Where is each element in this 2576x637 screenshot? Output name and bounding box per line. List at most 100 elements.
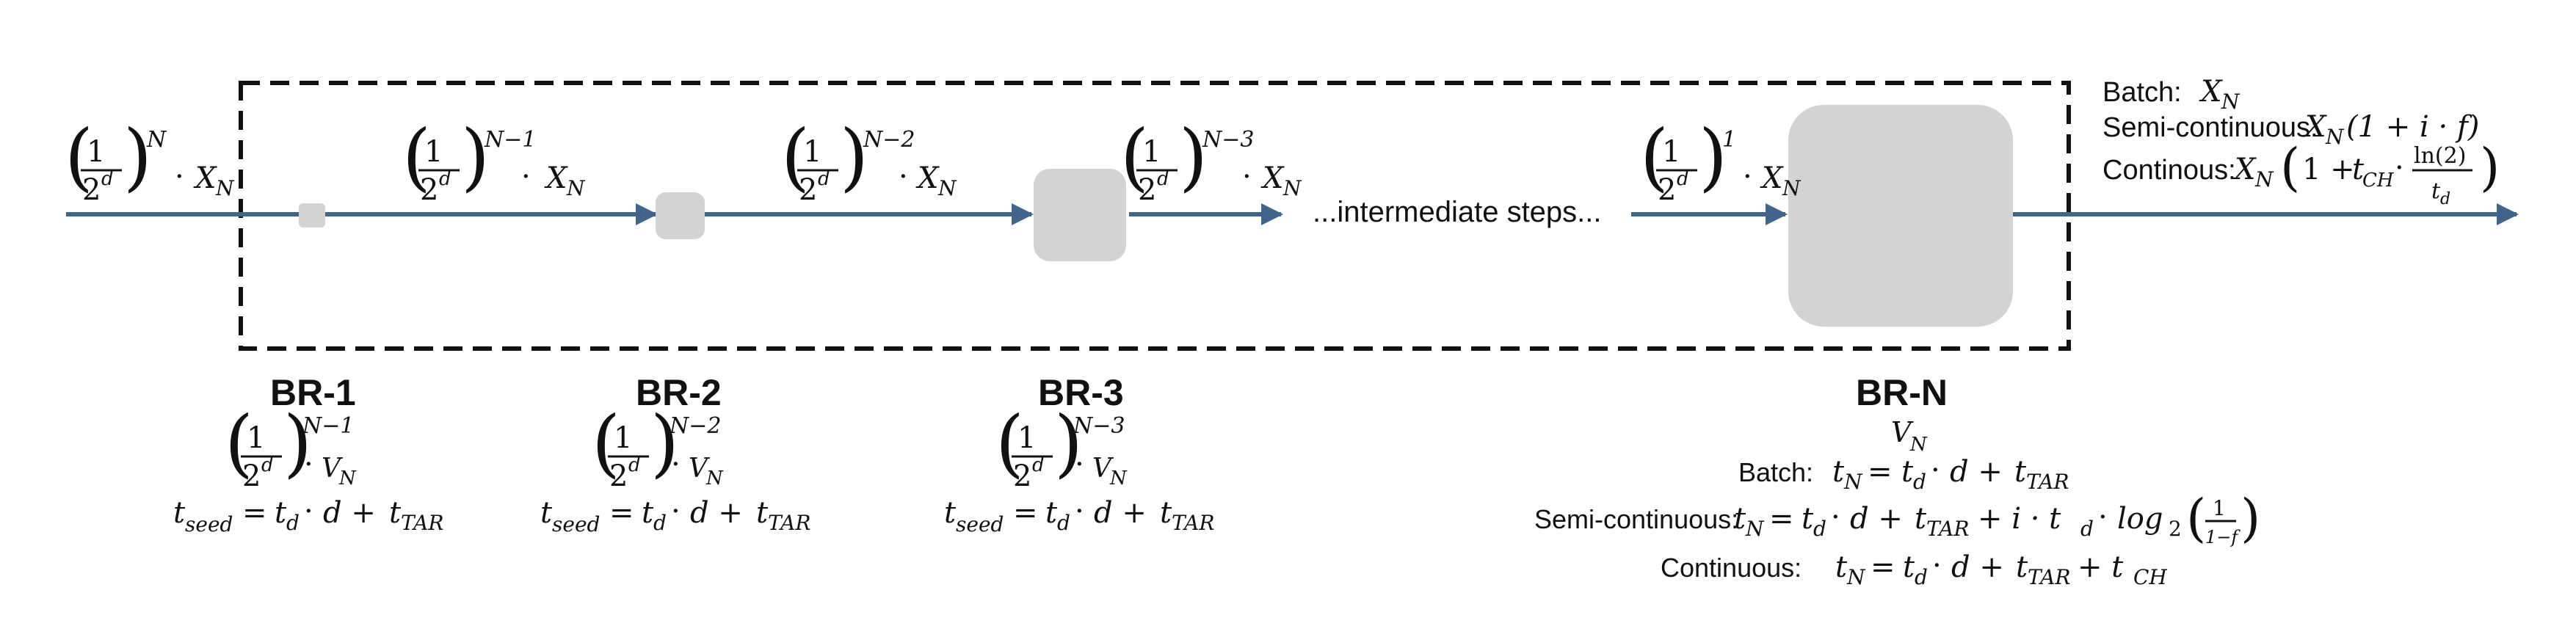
svg-text:ln(2): ln(2) [2414, 143, 2466, 169]
svg-text:(1 + i · f): (1 + i · f) [2346, 110, 2479, 144]
svg-text:·: · [175, 160, 184, 194]
svg-text:t: t [540, 496, 553, 530]
svg-text:log: log [2117, 502, 2163, 536]
svg-text:=: = [242, 496, 267, 530]
svg-text:N: N [705, 467, 724, 489]
output-continuous: Continous: X N ( 1 + t CH · ln(2) t d ) [2102, 137, 2500, 208]
flow-label-input: N · X N [63, 112, 235, 208]
brn-time-semi-continuous: Semi-continuous: t N = t d · d + t TAR +… [1534, 488, 2260, 548]
reactor-br3-volume: N−3 · V N [994, 398, 1128, 495]
svg-text:N: N [1109, 467, 1128, 489]
svg-text:·: · [1931, 454, 1940, 487]
svg-text:X: X [1760, 161, 1784, 195]
svg-text:t: t [2014, 455, 2027, 489]
svg-text:d: d [1813, 517, 1826, 541]
svg-text:N−2: N−2 [863, 127, 915, 153]
svg-text:N: N [2325, 125, 2345, 149]
svg-text:X: X [1260, 161, 1285, 195]
svg-text:V: V [1891, 416, 1914, 448]
svg-text:Semi-continuous:: Semi-continuous: [1534, 504, 1738, 534]
reactor-br1-volume: N−1 · V N [223, 398, 357, 495]
svg-text:=: = [1871, 550, 1895, 584]
svg-text:t: t [642, 496, 654, 530]
svg-text:N: N [1745, 517, 1765, 541]
svg-text:N−3: N−3 [1202, 127, 1254, 153]
svg-text:N: N [146, 127, 167, 153]
intermediate-steps-label: ...intermediate steps... [1313, 196, 1602, 228]
svg-text:t: t [1802, 502, 1814, 536]
svg-text:·: · [304, 448, 313, 481]
svg-text:V: V [1092, 454, 1114, 484]
reactor-br2-volume: N−2 · V N [590, 398, 724, 495]
svg-text:t: t [1045, 496, 1058, 530]
svg-text:N: N [1282, 176, 1302, 200]
svg-text:t: t [1915, 502, 1927, 536]
svg-text:TAR: TAR [401, 511, 443, 535]
svg-text:TAR: TAR [2026, 470, 2069, 494]
flow-label-to-brn: 1 · X N [1639, 112, 1802, 208]
svg-text:1−f: 1−f [2205, 527, 2241, 547]
svg-text:t: t [1832, 455, 1845, 489]
svg-text:·: · [304, 495, 313, 528]
svg-text:Batch:: Batch: [2102, 77, 2182, 108]
svg-text:·: · [1242, 160, 1252, 194]
svg-text:N: N [2254, 167, 2274, 192]
svg-text:Continous:: Continous: [2102, 155, 2236, 186]
svg-text:=: = [1013, 496, 1038, 530]
svg-text:t: t [1734, 502, 1746, 536]
reactor-br2-seed-time: t seed = t d · d + t TAR [540, 495, 810, 536]
svg-text:d: d [1057, 511, 1070, 535]
svg-text:N−2: N−2 [669, 413, 721, 439]
svg-text:Semi-continuous:: Semi-continuous: [2102, 112, 2318, 143]
svg-text:1: 1 [1722, 127, 1736, 153]
svg-text:·: · [671, 448, 681, 481]
svg-text:2: 2 [2169, 517, 2182, 541]
svg-text:): ) [2480, 137, 2500, 197]
svg-text:N: N [937, 176, 957, 200]
svg-text:t: t [2352, 153, 2365, 186]
svg-text:d +: d + [1850, 502, 1903, 536]
svg-text:=: = [609, 496, 634, 530]
svg-text:X: X [2199, 75, 2223, 109]
svg-text:TAR: TAR [1926, 517, 1969, 541]
svg-text:d: d [1913, 470, 1926, 494]
reactor-br3-vessel [1034, 169, 1126, 261]
svg-text:TAR: TAR [768, 511, 810, 535]
svg-text:V: V [689, 454, 711, 484]
svg-text:N: N [2221, 90, 2241, 114]
svg-text:X: X [2303, 110, 2327, 144]
svg-text:·: · [1743, 160, 1752, 194]
svg-text:·: · [521, 160, 531, 194]
svg-text:d: d [2440, 190, 2450, 208]
svg-text:X: X [544, 161, 568, 195]
svg-text:d: d [1915, 565, 1928, 589]
svg-text:1 +: 1 + [2302, 153, 2355, 186]
svg-text:·: · [1075, 495, 1084, 528]
svg-text:CH: CH [2362, 170, 2395, 192]
flow-label-br3-out: N−3 · X N [1119, 112, 1302, 208]
output-equations: Batch: X N Semi-continuous: X N (1 + i ·… [2102, 75, 2500, 208]
reactor-br1-vessel [299, 203, 325, 228]
brn-time-batch: Batch: t N = t d · d + t TAR [1738, 454, 2069, 494]
svg-text:d +: d + [1094, 496, 1147, 530]
flow-label-br2-out: N−2 · X N [780, 112, 957, 208]
svg-text:N: N [1782, 176, 1802, 200]
svg-text:N: N [566, 176, 586, 200]
svg-text:·: · [2395, 151, 2404, 185]
svg-text:): ) [2241, 488, 2260, 548]
svg-text:CH: CH [2133, 565, 2167, 589]
svg-text:(: ( [2280, 137, 2300, 197]
svg-text:N: N [215, 176, 235, 200]
svg-text:+ i · t: + i · t [1978, 502, 2061, 536]
svg-text:=: = [1868, 455, 1893, 489]
reactor-br3-seed-time: t seed = t d · d + t TAR [944, 495, 1214, 536]
svg-text:d +: d + [323, 496, 376, 530]
svg-text:t: t [2431, 178, 2441, 204]
svg-text:N−3: N−3 [1073, 413, 1125, 439]
svg-text:N−1: N−1 [302, 413, 354, 439]
svg-text:seed: seed [956, 512, 1004, 536]
svg-text:N−1: N−1 [484, 127, 536, 153]
reactor-br1-seed-time: t seed = t d · d + t TAR [173, 495, 443, 536]
svg-text:TAR: TAR [2028, 565, 2070, 589]
